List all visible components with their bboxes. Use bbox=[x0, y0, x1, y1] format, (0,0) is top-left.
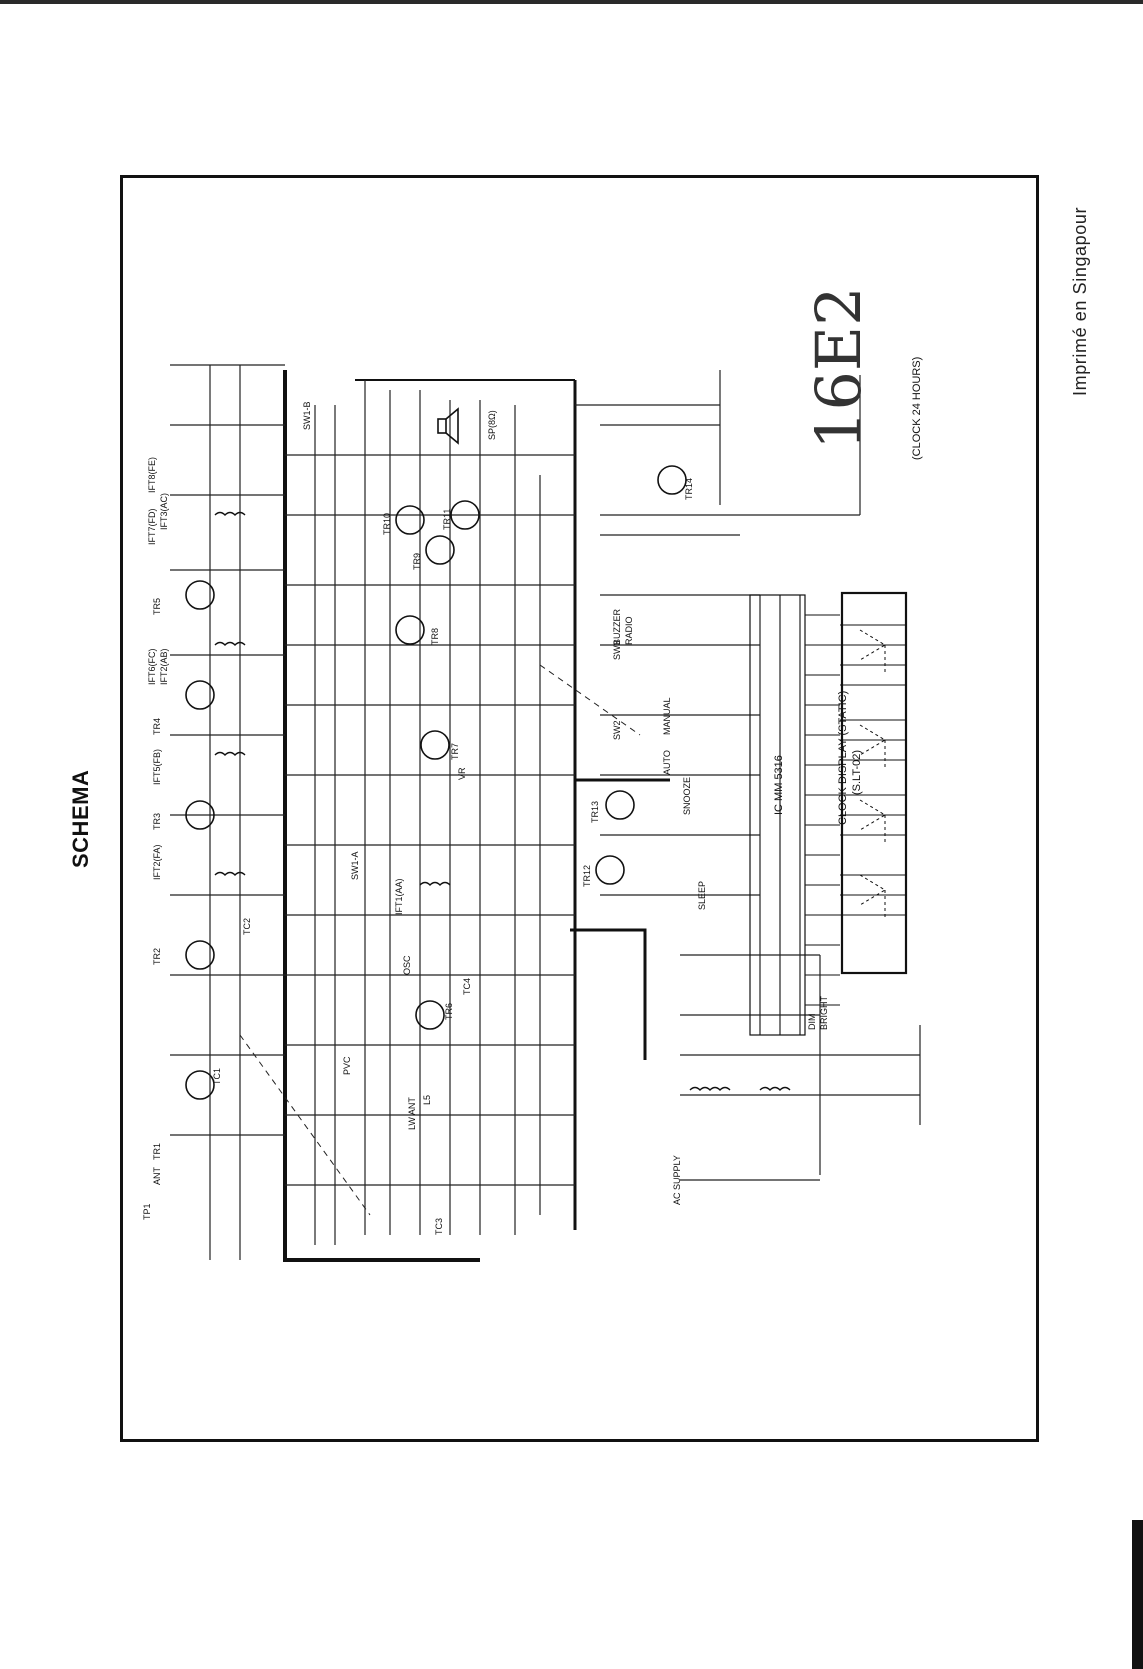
tr4-label: TR4 bbox=[152, 718, 162, 735]
osc-label: OSC bbox=[402, 955, 412, 975]
display-part-label: (S.LT-02) bbox=[851, 750, 863, 795]
lw-ant-label: LW ANT bbox=[407, 1097, 417, 1130]
buzzer-label: BUZZER bbox=[612, 608, 622, 645]
ic-block bbox=[749, 594, 840, 1036]
ift-fe-label: IFT8(FE) bbox=[147, 457, 157, 493]
transistor-symbols bbox=[185, 465, 687, 1100]
speaker-label: SP(8Ω) bbox=[487, 410, 497, 440]
edge-mark bbox=[1132, 1520, 1143, 1669]
tr12-label: TR12 bbox=[582, 865, 592, 887]
printed-in-label: Imprimé en Singapour bbox=[1070, 206, 1090, 396]
speaker-icon bbox=[437, 407, 459, 445]
tr14-label: TR14 bbox=[684, 478, 694, 500]
radio-label: RADIO bbox=[624, 616, 634, 645]
clock-note: (CLOCK 24 HOURS) bbox=[911, 357, 923, 460]
bright-label: BRIGHT bbox=[819, 995, 829, 1030]
vr-label: VR bbox=[457, 767, 467, 780]
dim-label: DIM bbox=[807, 1014, 817, 1031]
ground-rails bbox=[283, 370, 670, 1262]
ac-supply-label: AC SUPPLY bbox=[672, 1155, 682, 1205]
tc3-label: TC3 bbox=[434, 1218, 444, 1235]
tr11-label: TR11 bbox=[442, 509, 452, 530]
tr7-label: TR7 bbox=[450, 743, 460, 760]
tr9-label: TR9 bbox=[412, 553, 422, 570]
wiring bbox=[170, 364, 921, 1260]
l5-label: L5 bbox=[422, 1095, 432, 1105]
display-label: CLOCK DISPLAY (STATIC) bbox=[837, 691, 849, 825]
circuit-schematic: TR1 TR2 TR3 TR4 TR5 TR6 TR7 TR8 TR9 TR10… bbox=[142, 286, 923, 1262]
sleep-label: SLEEP bbox=[697, 881, 707, 910]
sw3-label: SW3 bbox=[612, 640, 622, 660]
tp1-label: TP1 bbox=[142, 1203, 152, 1220]
ift-ab-label: IFT2(AB) bbox=[159, 648, 169, 685]
tr10-label: TR10 bbox=[382, 513, 392, 535]
auto-label: AUTO bbox=[662, 750, 672, 775]
sw1b-label: SW1-B bbox=[302, 401, 312, 430]
tr3-label: TR3 bbox=[152, 813, 162, 830]
top-border-rule bbox=[0, 0, 1143, 4]
tr2-label: TR2 bbox=[152, 948, 162, 965]
tc1-label: TC1 bbox=[212, 1068, 222, 1085]
manual-label: MANUAL bbox=[662, 697, 672, 735]
ant-label: ANT bbox=[152, 1166, 162, 1185]
ift-fa-label: IFT2(FA) bbox=[152, 844, 162, 880]
ic-label: IC MM 5316 bbox=[773, 755, 785, 815]
ift-fd-label: IFT7(FD) bbox=[147, 509, 157, 546]
tr13-label: TR13 bbox=[590, 801, 600, 823]
tr8-label: TR8 bbox=[430, 628, 440, 645]
handwritten-note: 16E2 bbox=[802, 286, 875, 450]
tr1-label: TR1 bbox=[152, 1143, 162, 1160]
page-title: SCHEMA bbox=[68, 769, 93, 868]
tc4-label: TC4 bbox=[462, 978, 472, 995]
tr5-label: TR5 bbox=[152, 598, 162, 615]
sw1a-label: SW1-A bbox=[350, 851, 360, 880]
ift-ac-label: IFT3(AC) bbox=[159, 493, 169, 530]
ift-fb-label: IFT5(FB) bbox=[152, 749, 162, 785]
tc2-label: TC2 bbox=[242, 918, 252, 935]
ift-aa-label: IFT1(AA) bbox=[394, 878, 404, 915]
ift-fc-label: IFT6(FC) bbox=[147, 649, 157, 686]
tr6-label: TR6 bbox=[444, 1003, 454, 1020]
pvc-label: PVC bbox=[342, 1056, 352, 1075]
sw2-label: SW2 bbox=[612, 720, 622, 740]
gang-link-dashed bbox=[239, 664, 641, 1216]
snooze-label: SNOOZE bbox=[682, 777, 692, 815]
schematic-frame bbox=[120, 175, 1039, 1442]
transformer-symbols bbox=[214, 511, 791, 1091]
clock-display bbox=[840, 591, 908, 975]
